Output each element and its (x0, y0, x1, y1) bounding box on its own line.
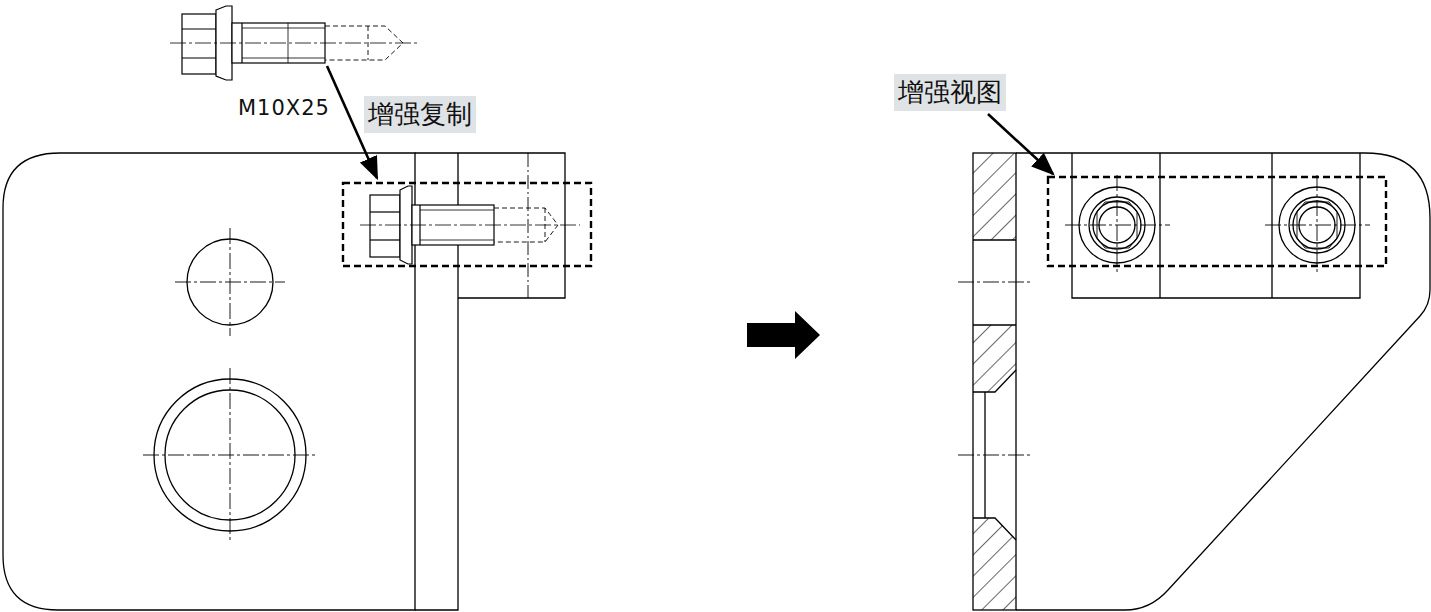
dashed-frames-part (343, 183, 591, 266)
source-bolt-part (182, 28, 216, 29)
left-view (3, 153, 565, 610)
left-view-part-part (230, 368, 231, 542)
dashed-frames-part (1048, 177, 1386, 266)
right-view-part-part (973, 324, 1016, 325)
leader-arrows (327, 66, 1053, 178)
right-view-part-part (1117, 175, 1118, 275)
callout-tag: 增强视图 (894, 74, 1006, 111)
right-view-part-part (973, 325, 1016, 392)
left-view-part (528, 153, 529, 298)
source-bolt-part (288, 23, 289, 63)
source-bolt (170, 6, 418, 80)
source-bolt-part-part (368, 26, 369, 60)
source-bolt-part (242, 28, 325, 29)
right-view-part (973, 153, 1430, 610)
left-view-part (3, 153, 415, 610)
source-bolt-part (182, 57, 216, 58)
left-view-part-part (230, 228, 231, 336)
right-view-part-part (973, 518, 1016, 540)
right-view-part-part (1317, 175, 1318, 275)
right-view-part-part (1271, 153, 1272, 298)
right-view-part (973, 153, 1016, 610)
source-bolt-part (170, 43, 418, 44)
dashed-frames (343, 177, 1386, 266)
source-bolt-part (182, 14, 216, 74)
left-view-part (143, 228, 318, 542)
right-view-part-part (1016, 153, 1430, 610)
inserted-bolt-part (370, 239, 400, 240)
right-view-part-part (973, 239, 1016, 240)
inserted-bolt-part (360, 225, 580, 226)
right-view-part-part (973, 370, 1016, 392)
inserted-bolt-part (420, 210, 494, 211)
right-view-part-part (1065, 225, 1170, 226)
inserted-bolt (360, 186, 580, 264)
right-view (958, 153, 1430, 610)
inserted-bolt-part (420, 240, 494, 241)
right-view-part (958, 175, 1370, 455)
right-view-part-part (973, 153, 1016, 240)
right-view-part-part (1072, 153, 1360, 298)
right-view-part-part (1265, 225, 1370, 226)
transform-arrow (747, 311, 820, 359)
inserted-bolt-part (370, 211, 400, 212)
right-view-part-part (958, 282, 1030, 283)
part-spec: M10X25 (236, 95, 332, 121)
right-view-part-part (958, 455, 1030, 456)
inserted-bolt-part (370, 195, 400, 257)
right-view-part-part (1159, 153, 1160, 298)
right-view-part-part (973, 518, 1016, 610)
source-bolt-part (242, 58, 325, 59)
right-view-part-part (973, 153, 1016, 610)
callout-tag: 增强复制 (364, 96, 476, 133)
left-view-part-part (143, 455, 318, 456)
